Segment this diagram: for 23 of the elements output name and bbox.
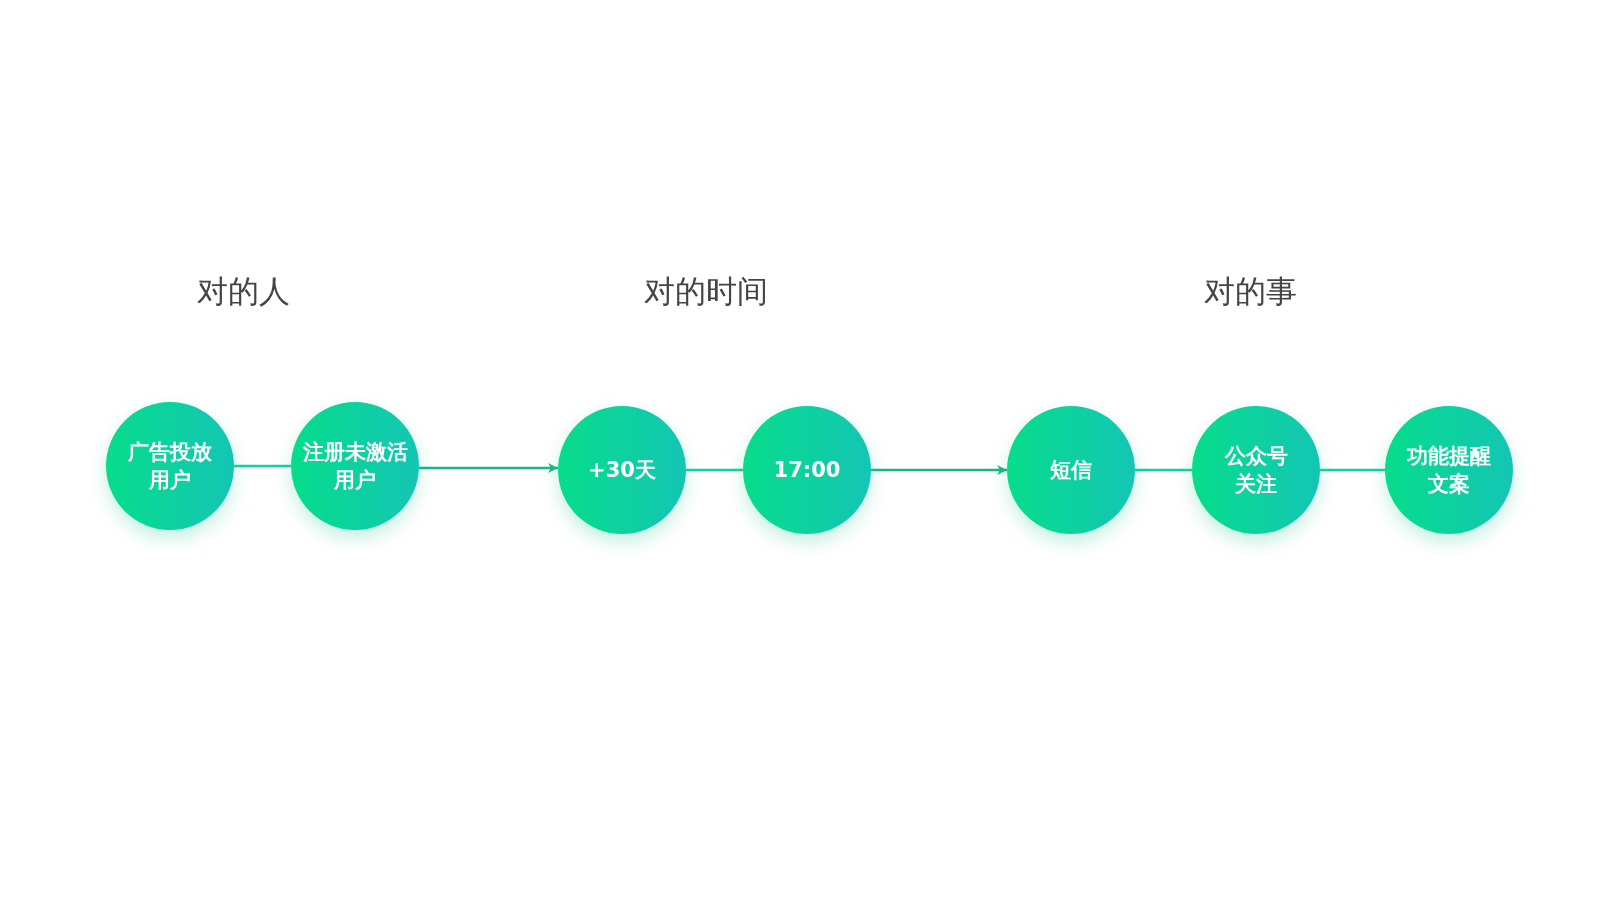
connector-line xyxy=(234,464,291,468)
arrow xyxy=(419,463,558,473)
step-label: 17:00 xyxy=(772,457,842,484)
step-label: 短信 xyxy=(1049,457,1093,484)
step-circle xyxy=(291,402,419,530)
step-label: 公众号关注 xyxy=(1223,443,1289,498)
step-label: +30天 xyxy=(587,457,657,484)
step-circle xyxy=(106,402,234,530)
stage-heading: 对的人 xyxy=(196,272,290,311)
step-circle xyxy=(558,406,686,534)
step-circle xyxy=(1192,406,1320,534)
step-label: 广告投放用户 xyxy=(127,439,213,494)
step-circle xyxy=(1385,406,1513,534)
step-label: 功能提醒文案 xyxy=(1406,443,1492,498)
stage-heading: 对的时间 xyxy=(644,272,768,311)
connector-line xyxy=(1135,468,1192,472)
step-circle xyxy=(1007,406,1135,534)
arrow xyxy=(871,465,1007,475)
connector-line xyxy=(1320,468,1385,472)
stage-heading: 对的事 xyxy=(1203,272,1297,311)
connector-line xyxy=(686,468,743,472)
step-circle xyxy=(743,406,871,534)
step-label: 注册未激活用户 xyxy=(301,439,409,494)
